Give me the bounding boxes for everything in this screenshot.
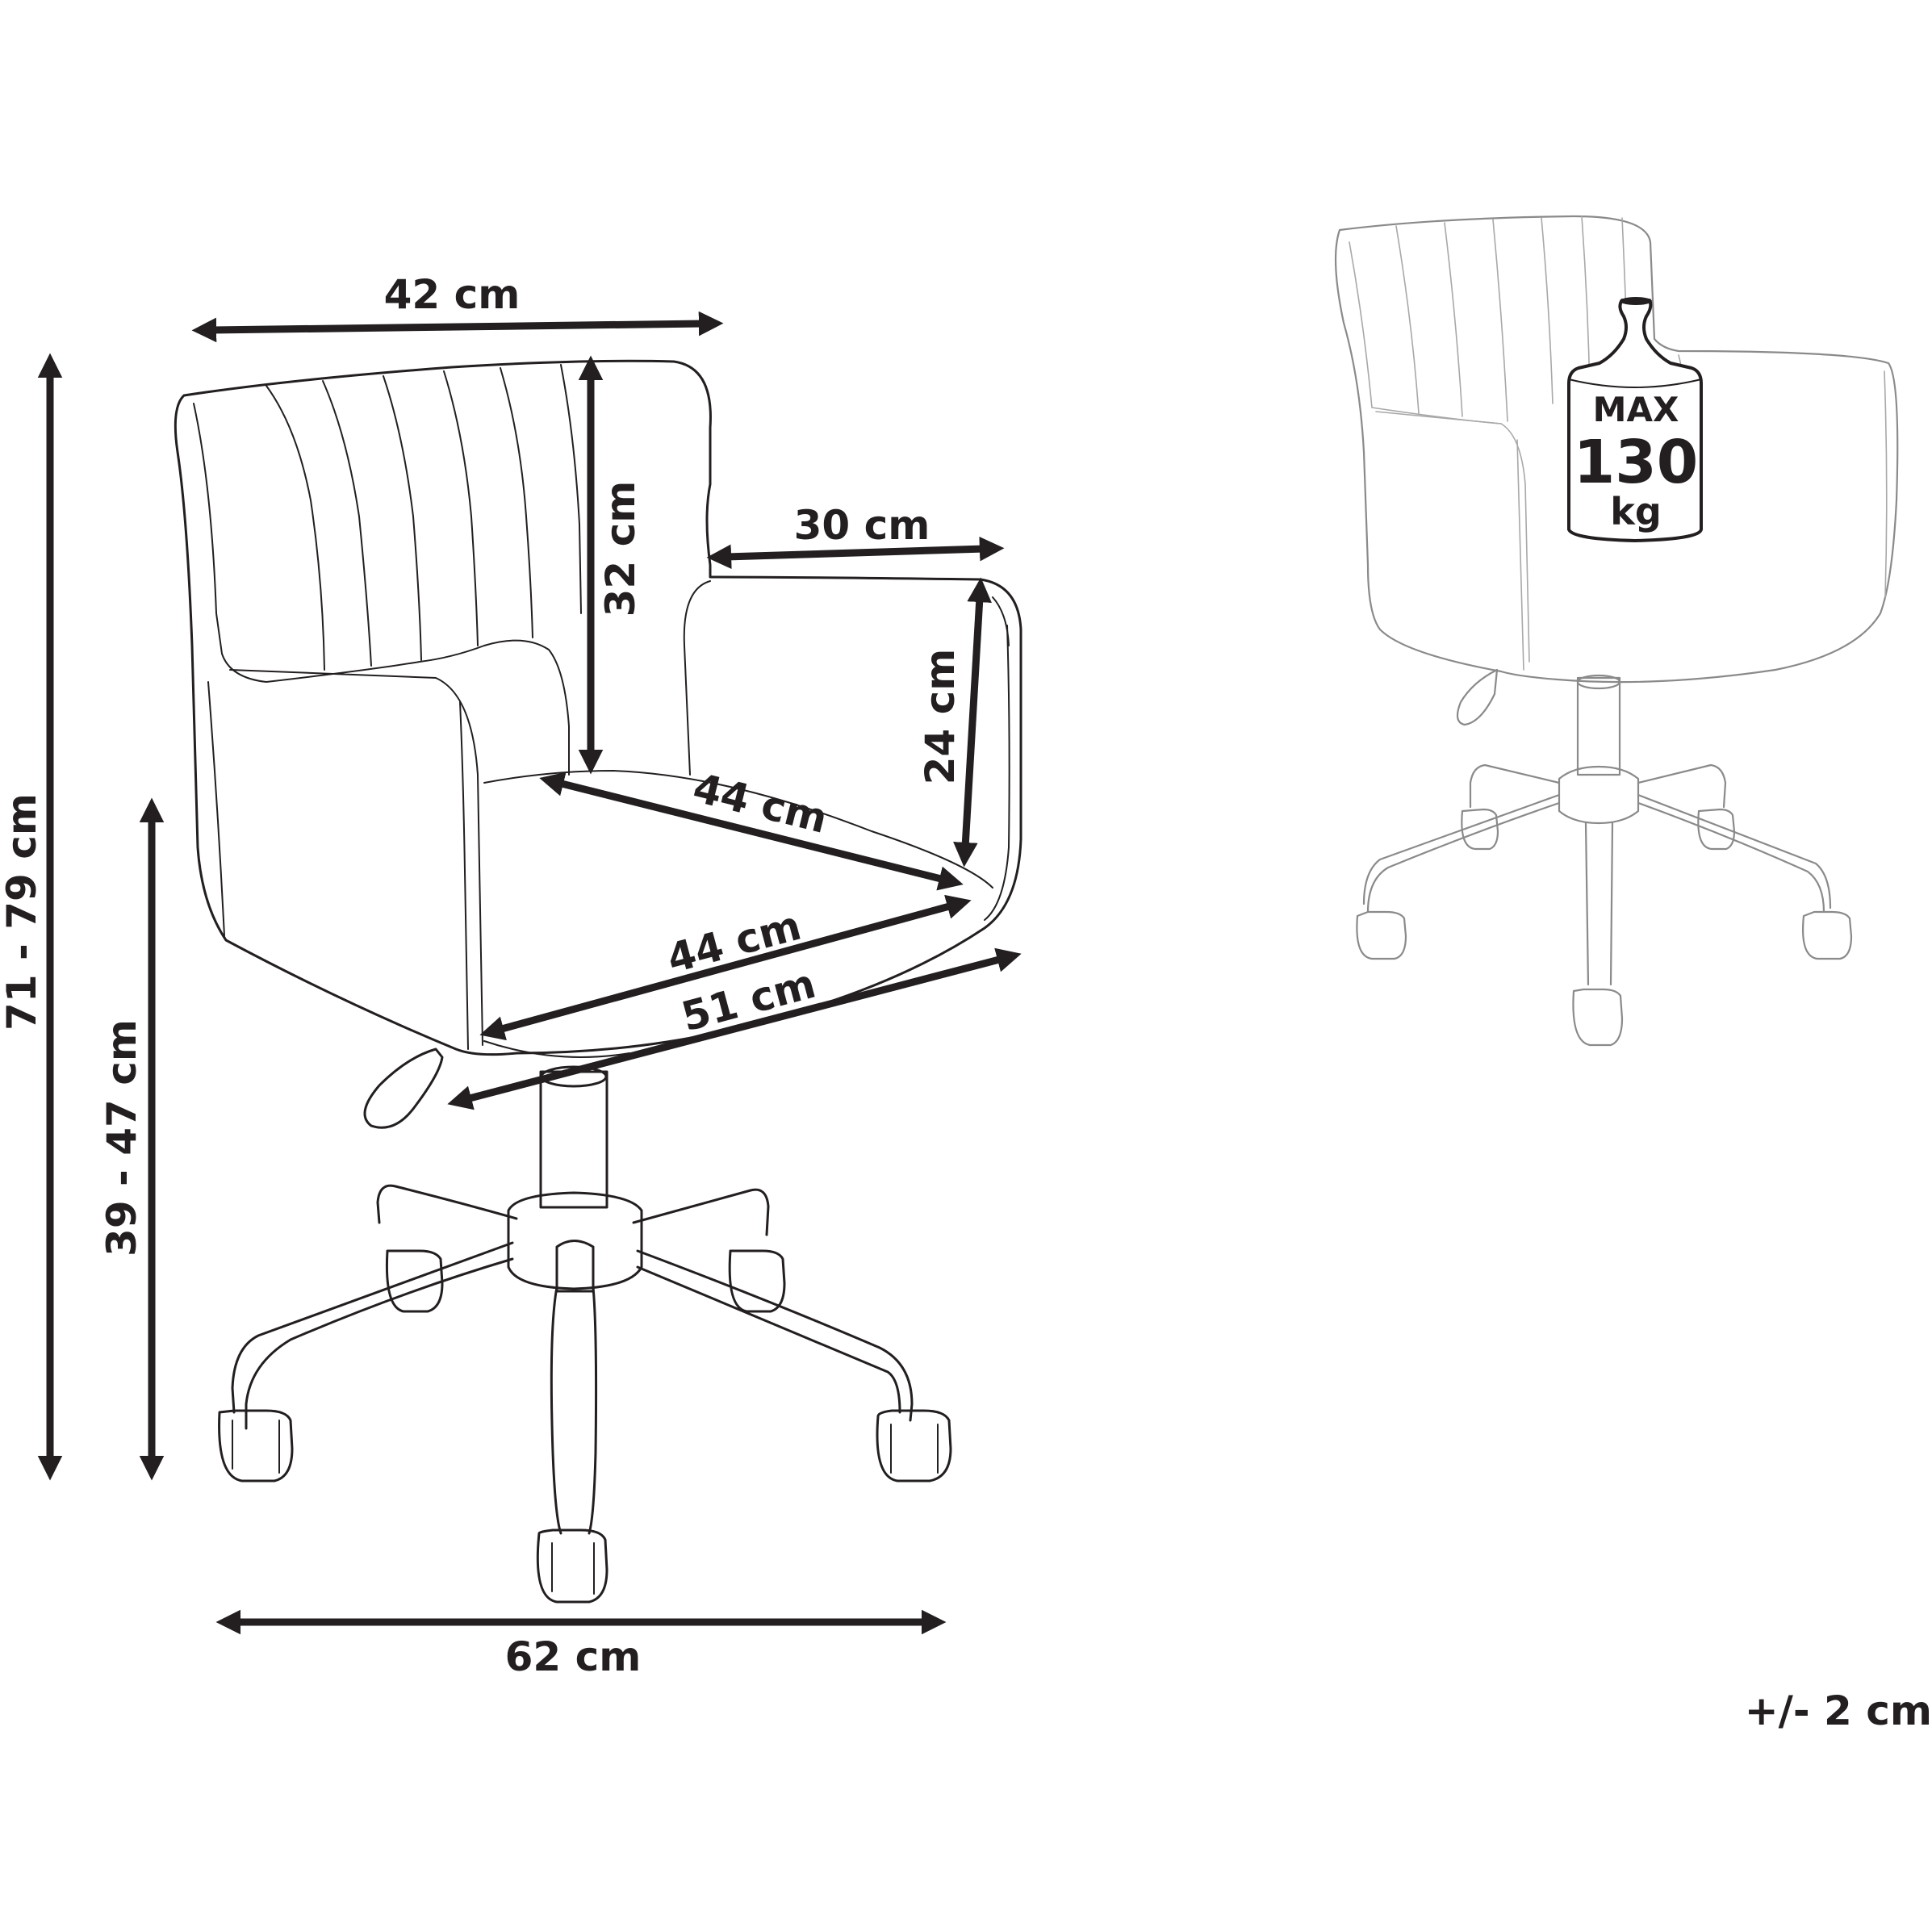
dimension-labels: 42 cm 71 - 79 cm 39 - 47 cm 32 cm 30 cm … [0,271,1932,1734]
weight-icon: MAX 130 kg [1567,297,1703,542]
label-total-height: 71 - 79 cm [0,793,45,1031]
weight-value: 130 [1574,428,1698,497]
weight-unit: kg [1610,490,1662,533]
arrow-icon [191,311,724,343]
label-seat-height: 39 - 47 cm [98,1019,145,1257]
weight-max: MAX [1593,390,1679,429]
arrow-icon [447,947,1022,1110]
label-back-width: 42 cm [384,271,521,318]
label-back-height: 32 cm [597,481,644,617]
arrow-icon [953,577,992,868]
preview-chair-drawing [1334,215,1899,1047]
label-armrest-height: 24 cm [917,649,964,785]
label-armrest-depth: 30 cm [794,502,930,549]
label-base-width: 62 cm [505,1633,642,1680]
dimension-arrows [37,311,1022,1635]
tolerance-note: +/- 2 cm [1745,1687,1932,1734]
arrow-icon [706,536,1005,570]
arrow-icon [539,772,964,891]
